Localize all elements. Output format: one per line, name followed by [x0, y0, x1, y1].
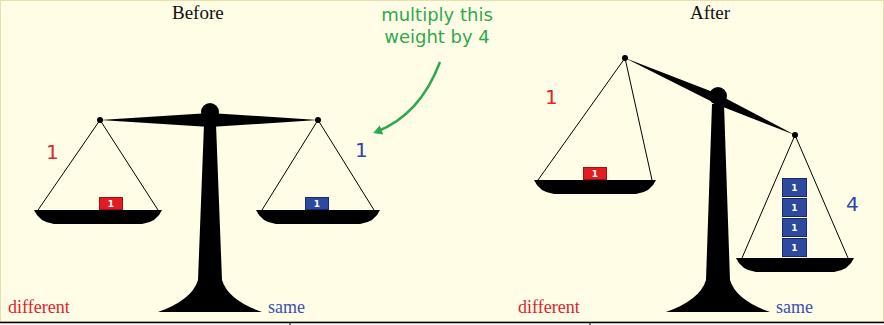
weight-block: 1 — [305, 197, 329, 210]
weight-block: 1 — [99, 197, 123, 210]
block-number: 1 — [314, 199, 320, 209]
table-line — [590, 322, 591, 325]
weight-block: 1 — [782, 218, 807, 237]
table-line — [0, 322, 884, 324]
side-label: different — [8, 297, 70, 319]
side-label: different — [518, 297, 580, 319]
weight-block: 1 — [782, 178, 807, 197]
side-label: same — [268, 297, 305, 319]
weight-number: 1 — [545, 85, 558, 109]
block-number: 1 — [791, 223, 797, 233]
block-number: 1 — [592, 169, 598, 179]
callout-arrow — [376, 62, 440, 132]
callout-note: multiply this weight by 4 — [362, 4, 512, 47]
balance-after — [534, 55, 854, 312]
side-label: same — [776, 297, 813, 319]
block-number: 1 — [791, 203, 797, 213]
panel-title: After — [690, 2, 730, 25]
weight-number: 1 — [46, 140, 59, 164]
weight-number: 1 — [355, 138, 368, 162]
weight-block: 1 — [782, 238, 807, 257]
weight-block: 1 — [782, 198, 807, 217]
balance-before — [34, 103, 380, 312]
weight-number: 4 — [846, 192, 859, 216]
weight-block: 1 — [583, 167, 607, 180]
panel-title: Before — [172, 2, 224, 25]
block-number: 1 — [791, 183, 797, 193]
block-number: 1 — [108, 199, 114, 209]
block-number: 1 — [791, 243, 797, 253]
table-line — [290, 322, 291, 325]
